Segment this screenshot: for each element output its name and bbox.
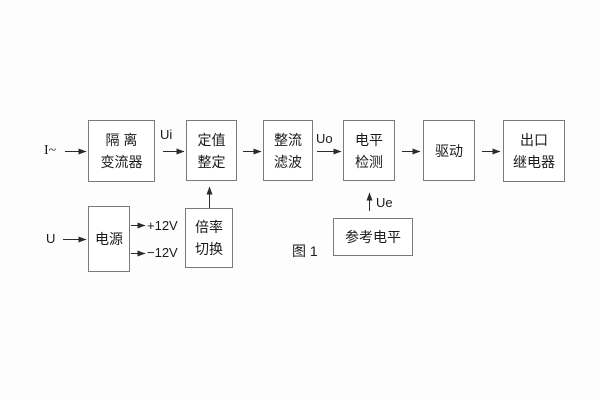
label-minus-12v: −12V [147,245,178,260]
block-level-detect-line1: 电平 [355,131,383,148]
label-uo-signal: Uo [316,131,333,146]
block-setting-adjustment-line1: 定值 [197,131,226,148]
block-setting-adjustment-line2: 整定 [197,153,226,170]
block-reference-level: 参考电平 [333,218,413,256]
block-power-supply-label: 电源 [95,231,123,247]
figure-caption: 图 1 [292,243,318,259]
block-output-relay-line1: 出口 [520,132,548,148]
block-isolation-transformer-line2: 变流器 [100,154,143,170]
block-power-supply: 电源 [88,206,130,272]
label-ui-signal: Ui [160,127,173,142]
block-reference-level-label: 参考电平 [345,229,401,245]
block-ratio-switch: 倍率 切换 [185,208,233,268]
block-ratio-switch-line1: 倍率 [195,219,223,235]
block-drive: 驱动 [423,120,475,181]
block-setting-adjustment: 定值 整定 [186,120,237,181]
label-ue-signal: Ue [376,195,393,210]
block-ratio-switch-line2: 切换 [195,241,223,257]
block-isolation-transformer: 隔 离 变流器 [88,120,155,182]
label-input-current: I~ [44,143,57,158]
block-rectifier-filter-line2: 滤波 [274,153,302,170]
block-drive-label: 驱动 [435,142,463,159]
block-rectifier-filter-line1: 整流 [274,131,302,148]
block-output-relay-line2: 继电器 [513,154,555,170]
label-plus-12v: +12V [147,218,178,233]
block-rectifier-filter: 整流 滤波 [263,120,313,181]
label-input-voltage: U [46,231,56,246]
block-level-detect-line2: 检测 [355,153,383,170]
block-isolation-transformer-line1: 隔 离 [105,132,138,148]
block-level-detect: 电平 检测 [343,120,395,181]
block-output-relay: 出口 继电器 [503,120,565,182]
